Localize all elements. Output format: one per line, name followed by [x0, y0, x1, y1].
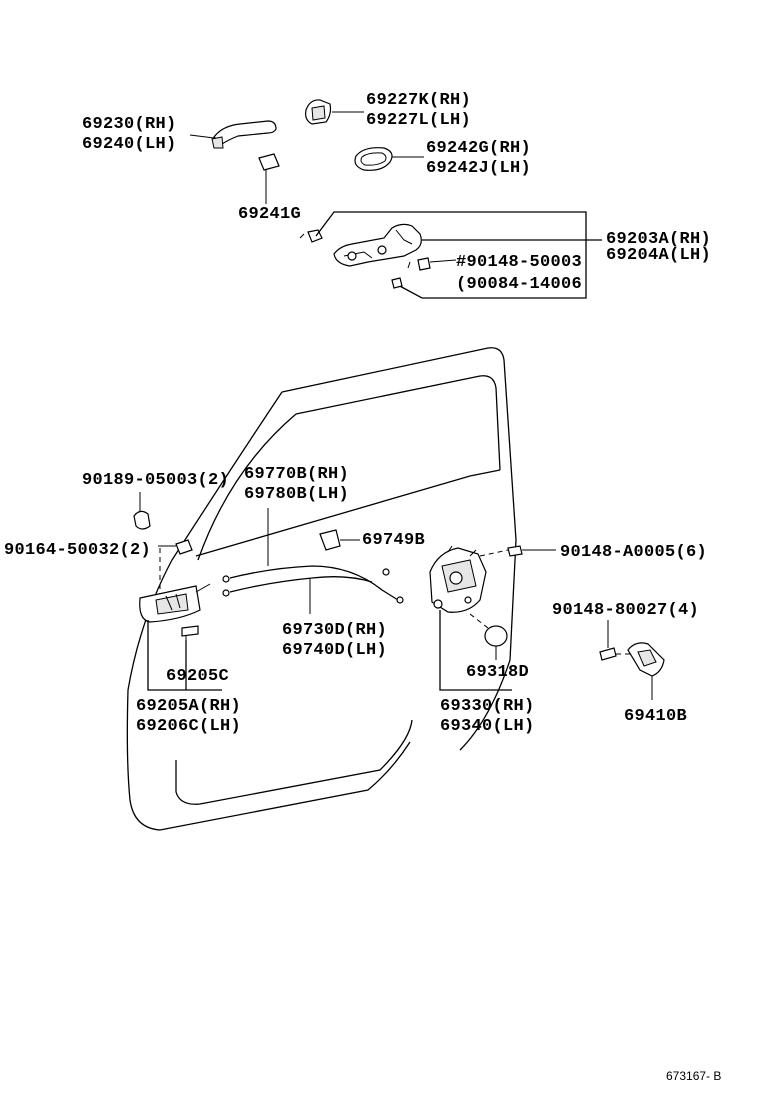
- label-69203A: 69203A(RH): [606, 230, 711, 249]
- label-69241G: 69241G: [238, 205, 301, 224]
- label-69340: 69340(LH): [440, 717, 535, 736]
- label-69749B: 69749B: [362, 531, 425, 550]
- door-lock: [429, 545, 556, 691]
- part-labels: 69230(RH) 69240(LH) 69227K(RH) 69227L(LH…: [4, 91, 721, 1083]
- label-69780B: 69780B(LH): [244, 485, 349, 504]
- label-69240: 69240(LH): [82, 135, 177, 154]
- label-69410B: 69410B: [624, 707, 687, 726]
- label-69227L: 69227L(LH): [366, 111, 471, 130]
- label-69318D: 69318D: [466, 663, 529, 682]
- label-69205A: 69205A(RH): [136, 697, 241, 716]
- door-striker: [599, 620, 665, 700]
- label-69242J: 69242J(LH): [426, 159, 531, 178]
- label-90189-05003: 90189-05003(2): [82, 471, 229, 490]
- inside-handle: [133, 492, 222, 691]
- label-90148-A0005: 90148-A0005(6): [560, 543, 707, 562]
- label-69730D: 69730D(RH): [282, 621, 387, 640]
- label-69227K: 69227K(RH): [366, 91, 471, 110]
- label-69770B: 69770B(RH): [244, 465, 349, 484]
- label-69740D: 69740D(LH): [282, 641, 387, 660]
- outside-handle-assembly: [189, 99, 602, 299]
- label-90164-50032: 90164-50032(2): [4, 541, 151, 560]
- door-outline: [126, 347, 517, 831]
- label-69330: 69330(RH): [440, 697, 535, 716]
- cables: [222, 508, 404, 614]
- label-69206C: 69206C(LH): [136, 717, 241, 736]
- label-69205C: 69205C: [166, 667, 229, 686]
- label-90084-14006: (90084-14006: [456, 275, 582, 294]
- label-90148-80027: 90148-80027(4): [552, 601, 699, 620]
- label-69242G: 69242G(RH): [426, 139, 531, 158]
- figure-code: 673167- B: [666, 1069, 721, 1083]
- label-69230: 69230(RH): [82, 115, 177, 134]
- label-90148-50003: #90148-50003: [456, 253, 582, 272]
- label-69204A: 69204A(LH): [606, 246, 711, 265]
